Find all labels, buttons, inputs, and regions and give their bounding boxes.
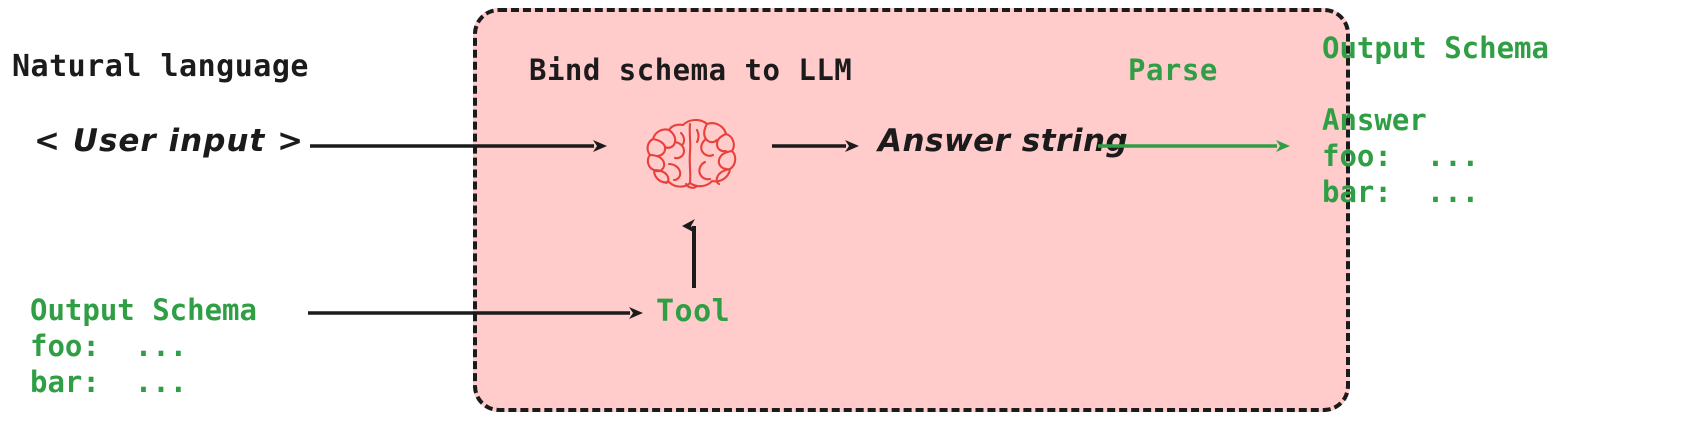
parse-label: Parse [1128, 53, 1218, 87]
bind-schema-to-llm-label: Bind schema to LLM [529, 53, 853, 87]
answer-string-label: Answer string [878, 123, 1129, 159]
natural-language-label: Natural language [12, 49, 309, 84]
brain-icon [646, 118, 737, 189]
output-schema-block: Output Schema Answer foo: ... bar: ... [1322, 31, 1549, 209]
input-output-schema-block: Output Schema foo: ... bar: ... [30, 293, 257, 399]
user-input-label: < User input > [34, 123, 305, 159]
tool-label: Tool [656, 294, 731, 329]
llm-panel [473, 8, 1350, 412]
